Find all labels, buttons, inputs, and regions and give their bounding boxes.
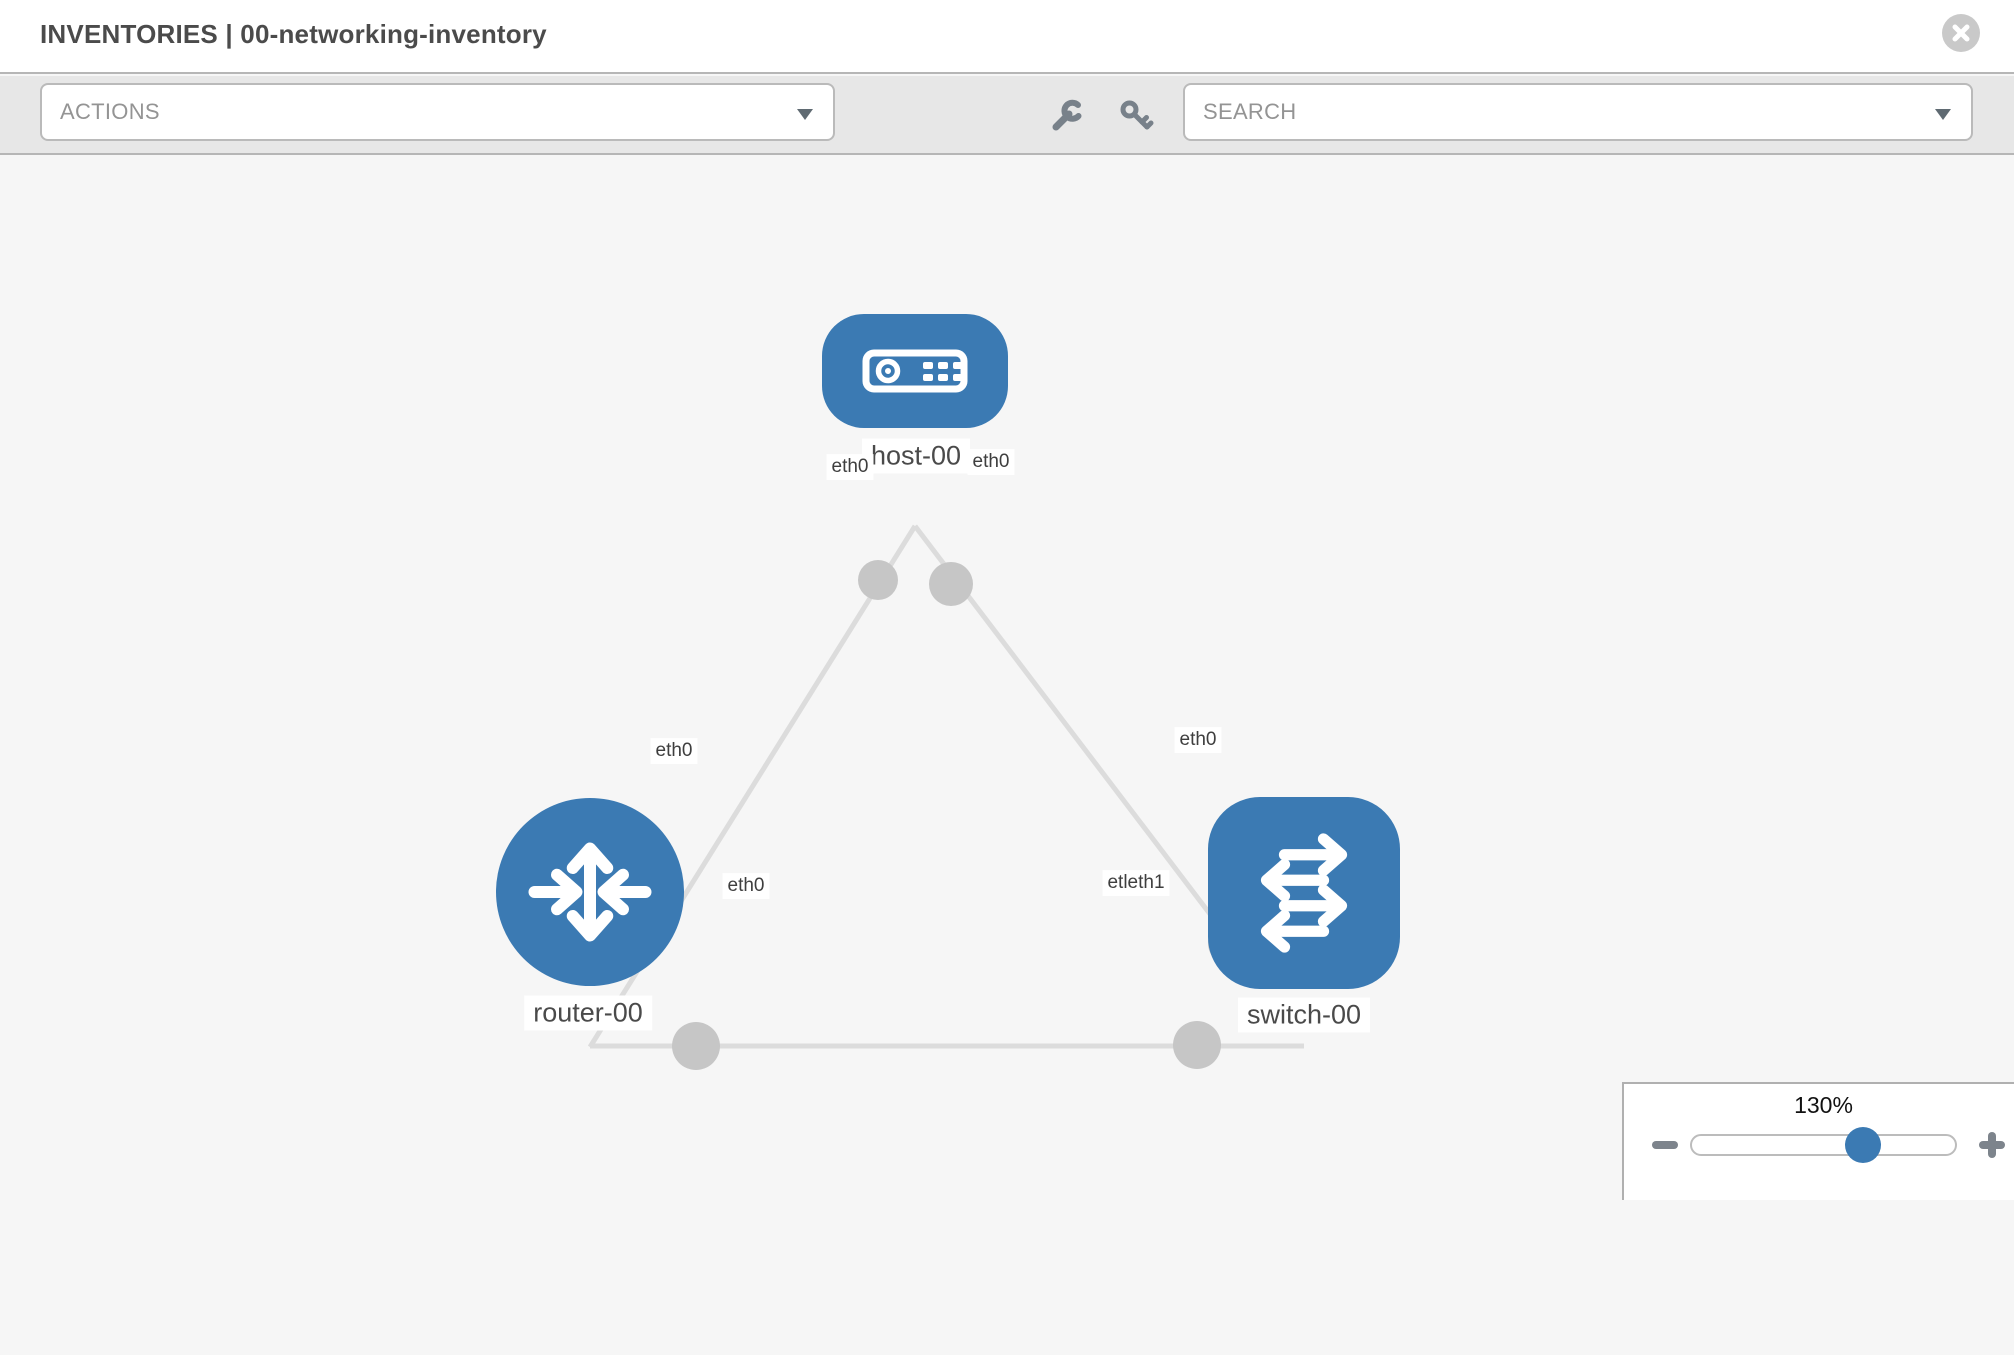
connector-host-right (929, 562, 973, 606)
zoom-panel: 130% (1622, 1082, 2014, 1200)
actions-dropdown[interactable]: ACTIONS (40, 83, 835, 141)
interface-label: eth0 (826, 454, 874, 480)
key-icon[interactable] (1118, 98, 1154, 134)
zoom-level-value: 130% (1794, 1092, 1853, 1118)
node-router-00[interactable] (496, 798, 684, 986)
node-label-host: host-00 (861, 438, 971, 474)
connector-router-right (672, 1022, 720, 1070)
topology-canvas[interactable] (0, 155, 2014, 1200)
router-icon (528, 842, 652, 942)
chevron-down-icon (797, 109, 813, 120)
zoom-in-button[interactable] (1974, 1127, 2010, 1163)
interface-label: etleth1 (1102, 870, 1170, 896)
zoom-slider-track[interactable] (1690, 1134, 1957, 1156)
zoom-out-button[interactable] (1652, 1141, 1678, 1149)
connector-host-left (858, 560, 898, 600)
search-placeholder: SEARCH (1203, 99, 1297, 124)
interface-label: eth0 (722, 873, 770, 899)
interface-label: eth0 (1174, 727, 1222, 753)
host-icon (862, 349, 968, 393)
page-title: INVENTORIES | 00-networking-inventory (40, 19, 547, 49)
header-bar: INVENTORIES | 00-networking-inventory (0, 0, 2014, 74)
node-host-00[interactable] (822, 314, 1008, 428)
actions-dropdown-label: ACTIONS (60, 99, 160, 124)
zoom-slider-thumb[interactable] (1845, 1127, 1881, 1163)
node-label-switch: switch-00 (1237, 997, 1371, 1033)
search-dropdown[interactable]: SEARCH (1183, 83, 1973, 141)
chevron-down-icon (1935, 109, 1951, 120)
connector-switch-left (1173, 1021, 1221, 1069)
node-switch-00[interactable] (1208, 797, 1400, 989)
node-label-router: router-00 (524, 995, 652, 1031)
toolbar: ACTIONS SEARCH (0, 76, 2014, 155)
interface-label: eth0 (650, 738, 698, 764)
interface-label: eth0 (967, 449, 1015, 475)
wrench-icon[interactable] (1048, 98, 1084, 134)
close-button[interactable] (1942, 14, 1980, 52)
switch-icon (1260, 833, 1348, 953)
close-icon (1952, 24, 1970, 42)
